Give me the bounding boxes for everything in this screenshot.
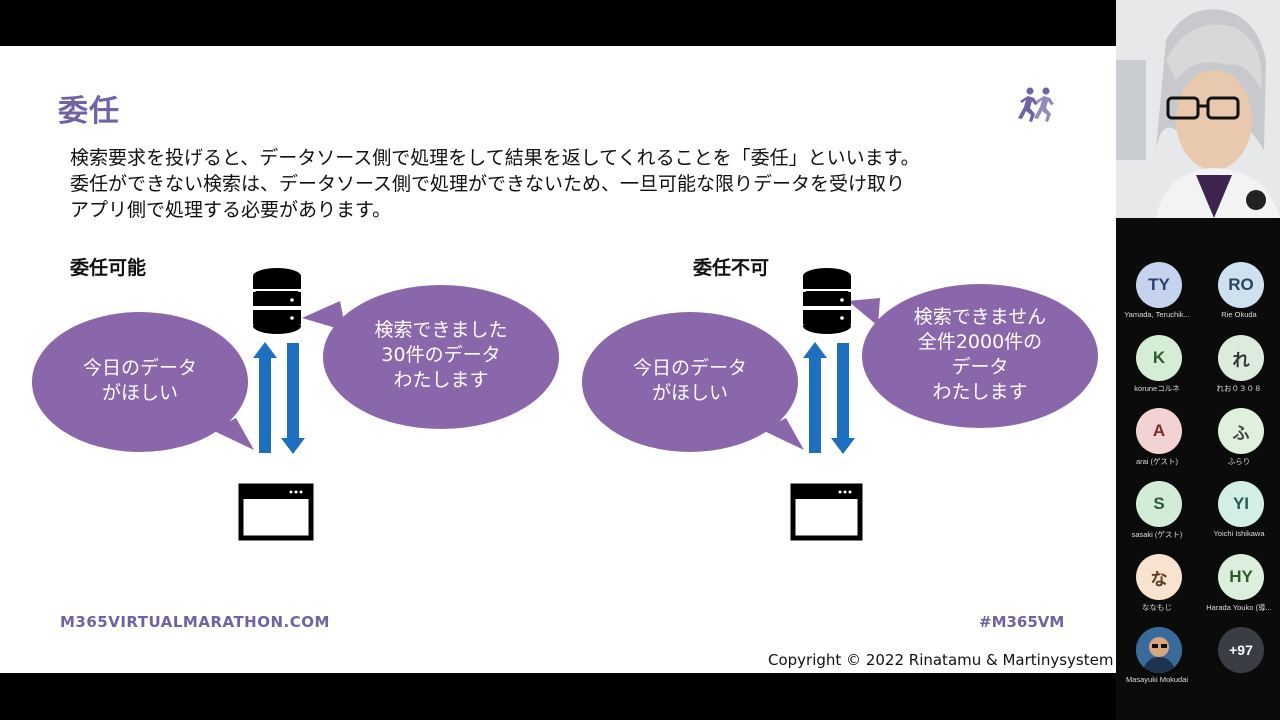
runners-logo-icon <box>1018 87 1054 122</box>
avatar: K <box>1136 335 1182 381</box>
bubble-line: 30件のデータ <box>381 344 501 366</box>
person-photo-icon <box>1136 627 1182 673</box>
database-icon <box>253 268 301 334</box>
avatar: な <box>1136 554 1182 600</box>
more-participants-button[interactable]: +97 <box>1198 627 1280 700</box>
participant-tile[interactable]: れ れお０３０８ <box>1198 335 1280 408</box>
participant-name: Rie Okuda <box>1221 310 1257 319</box>
avatar: HY <box>1218 554 1264 600</box>
participant-name: Yoichi Ishikawa <box>1213 529 1265 538</box>
delegable-label: 委任可能 <box>70 257 147 279</box>
participant-name: Masayuki Mokudai <box>1125 675 1189 684</box>
response-down-arrow <box>281 343 305 454</box>
presentation-slide: 委任 検索要求を投げると、データソース側で処理をして結果を返してくれることを「委… <box>0 46 1116 673</box>
speaker-video-icon <box>1116 0 1280 218</box>
participant-tile[interactable]: HY Harada Youko (導... <box>1198 554 1280 627</box>
delegable-response-text: 検索できました 30件のデータ わたします <box>361 318 521 393</box>
bubble-line: 検索できません <box>913 306 1047 328</box>
avatar: ふ <box>1218 408 1264 454</box>
participant-name: ななもじ <box>1142 603 1172 612</box>
bubble-line: データ <box>951 356 1009 378</box>
body-line: アプリ側で処理する必要があります。 <box>70 199 392 221</box>
delegable-request-bubble <box>32 312 254 452</box>
participant-name: sasaki (ゲスト) <box>1131 530 1183 539</box>
participant-tile[interactable]: YI Yoichi Ishikawa <box>1198 481 1280 554</box>
participant-name: Harada Youko (導... <box>1206 603 1272 612</box>
request-up-arrow <box>253 342 277 453</box>
avatar: YI <box>1218 481 1264 527</box>
participant-tile[interactable]: A arai (ゲスト) <box>1116 408 1198 481</box>
bubble-line: 今日のデータ <box>82 357 197 379</box>
avatar: れ <box>1218 335 1264 381</box>
participant-tile[interactable]: TY Yamada, Teruchik... <box>1116 262 1198 335</box>
delegable-response-bubble <box>302 285 559 429</box>
database-icon <box>803 268 851 334</box>
more-participants-count: +97 <box>1218 627 1264 673</box>
response-down-arrow <box>831 343 855 454</box>
bubble-line: 全件2000件の <box>917 331 1043 353</box>
non-delegable-response-bubble <box>848 284 1098 428</box>
participant-tile[interactable]: な ななもじ <box>1116 554 1198 627</box>
app-window-icon <box>238 483 314 541</box>
participant-name: arai (ゲスト) <box>1135 457 1179 466</box>
participant-tile[interactable]: S sasaki (ゲスト) <box>1116 481 1198 554</box>
participant-name: koruneコルネ <box>1134 384 1180 393</box>
participant-name: れお０３０８ <box>1216 384 1262 393</box>
body-line: 検索要求を投げると、データソース側で処理をして結果を返してくれることを「委任」と… <box>70 147 920 169</box>
participant-tile[interactable]: RO Rie Okuda <box>1198 262 1280 335</box>
bubble-line: がほしい <box>651 382 728 404</box>
bubble-line: がほしい <box>101 382 178 404</box>
bubble-line: 今日のデータ <box>632 357 747 379</box>
footer-website: M365VIRTUALMARATHON.COM <box>60 613 330 631</box>
avatar: RO <box>1218 262 1264 308</box>
bubble-line: わたします <box>393 369 489 391</box>
participant-name: ふらり <box>1227 457 1251 466</box>
participant-tile[interactable]: K koruneコルネ <box>1116 335 1198 408</box>
speaker-video-tile[interactable] <box>1116 0 1280 218</box>
participant-tile[interactable]: Masayuki Mokudai <box>1116 627 1198 700</box>
app-window-icon <box>790 483 863 541</box>
slide-body-text: 検索要求を投げると、データソース側で処理をして結果を返してくれることを「委任」と… <box>70 145 920 223</box>
avatar: S <box>1136 481 1182 527</box>
slide-title: 委任 <box>58 94 120 129</box>
footer-hashtag: #M365VM <box>979 613 1065 631</box>
bubble-line: わたします <box>932 381 1028 403</box>
participant-tile[interactable]: ふ ふらり <box>1198 408 1280 481</box>
non-delegable-request-bubble <box>582 312 804 452</box>
non-delegable-request-text: 今日のデータ がほしい <box>610 356 770 406</box>
avatar: TY <box>1136 262 1182 308</box>
non-delegable-label: 委任不可 <box>693 257 770 279</box>
bubble-line: 検索できました <box>374 319 508 341</box>
copyright-text: Copyright © 2022 Rinatamu & Martinysyste… <box>768 651 1116 669</box>
request-up-arrow <box>803 342 827 453</box>
non-delegable-response-text: 検索できません 全件2000件の データ わたします <box>900 305 1060 405</box>
delegable-request-text: 今日のデータ がほしい <box>60 356 220 406</box>
participants-sidebar: TY Yamada, Teruchik... RO Rie Okuda K ko… <box>1116 0 1280 720</box>
participant-name: Yamada, Teruchik... <box>1124 310 1190 319</box>
delegation-diagram <box>32 268 1098 541</box>
avatar-photo <box>1136 627 1182 673</box>
avatar: A <box>1136 408 1182 454</box>
body-line: 委任ができない検索は、データソース側で処理ができないため、一旦可能な限りデータを… <box>70 173 906 195</box>
